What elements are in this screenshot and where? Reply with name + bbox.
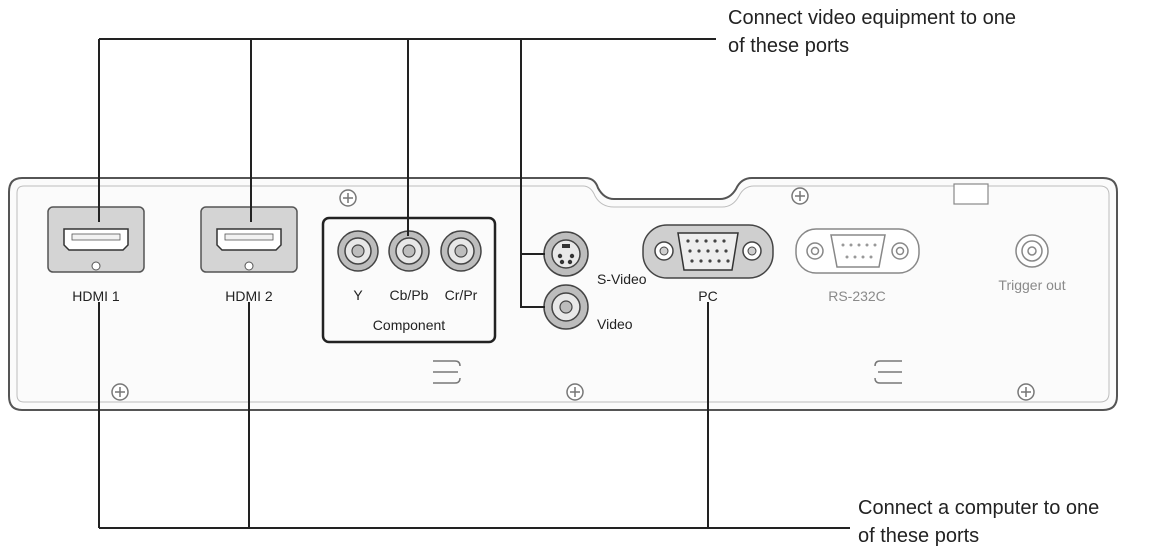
hdmi-2-label: HDMI 2: [225, 288, 273, 304]
rear-panel-inner-edge: [16, 185, 1110, 403]
video-label: Video: [597, 316, 633, 332]
video-callout-leader-lines: [98, 38, 716, 308]
computer-callout-line-1: Connect a computer to one: [858, 497, 1100, 519]
cr-pr-label: Cr/Pr: [445, 287, 478, 303]
pc-vga-port: [642, 224, 774, 279]
screw-icon: [1017, 383, 1035, 401]
composite-video-jack: [543, 284, 589, 330]
video-callout-line-2: of these ports: [728, 35, 850, 57]
screw-icon: [791, 187, 809, 205]
screw-icon: [111, 383, 129, 401]
computer-callout-leader-lines: [98, 302, 850, 529]
panel-tab: [953, 183, 989, 205]
hdmi-2-port: [200, 206, 298, 273]
rs-232c-label: RS-232C: [828, 288, 886, 304]
component-label: Component: [373, 317, 445, 333]
component-y-jack: [337, 230, 379, 272]
trigger-out-label: Trigger out: [998, 277, 1065, 293]
screw-icon: [566, 383, 584, 401]
computer-callout-line-2: of these ports: [858, 525, 980, 547]
hdmi-1-label: HDMI 1: [72, 288, 120, 304]
pc-label: PC: [698, 288, 717, 304]
y-label: Y: [353, 287, 363, 303]
panel-slot-mark: [433, 360, 461, 384]
rs-232c-port: [795, 228, 920, 274]
s-video-label: S-Video: [597, 271, 647, 287]
s-video-port: [543, 231, 589, 277]
trigger-out-jack: [1015, 234, 1049, 268]
panel-slot-mark: [874, 360, 902, 384]
component-cr-pr-jack: [440, 230, 482, 272]
video-callout-line-1: Connect video equipment to one: [728, 7, 1016, 29]
computer-callout: Connect a computer to one of these ports: [858, 494, 1099, 550]
screw-icon: [339, 189, 357, 207]
component-cb-pb-jack: [388, 230, 430, 272]
cb-pb-label: Cb/Pb: [390, 287, 429, 303]
hdmi-1-port: [47, 206, 145, 273]
video-equipment-callout: Connect video equipment to one of these …: [728, 4, 1016, 60]
